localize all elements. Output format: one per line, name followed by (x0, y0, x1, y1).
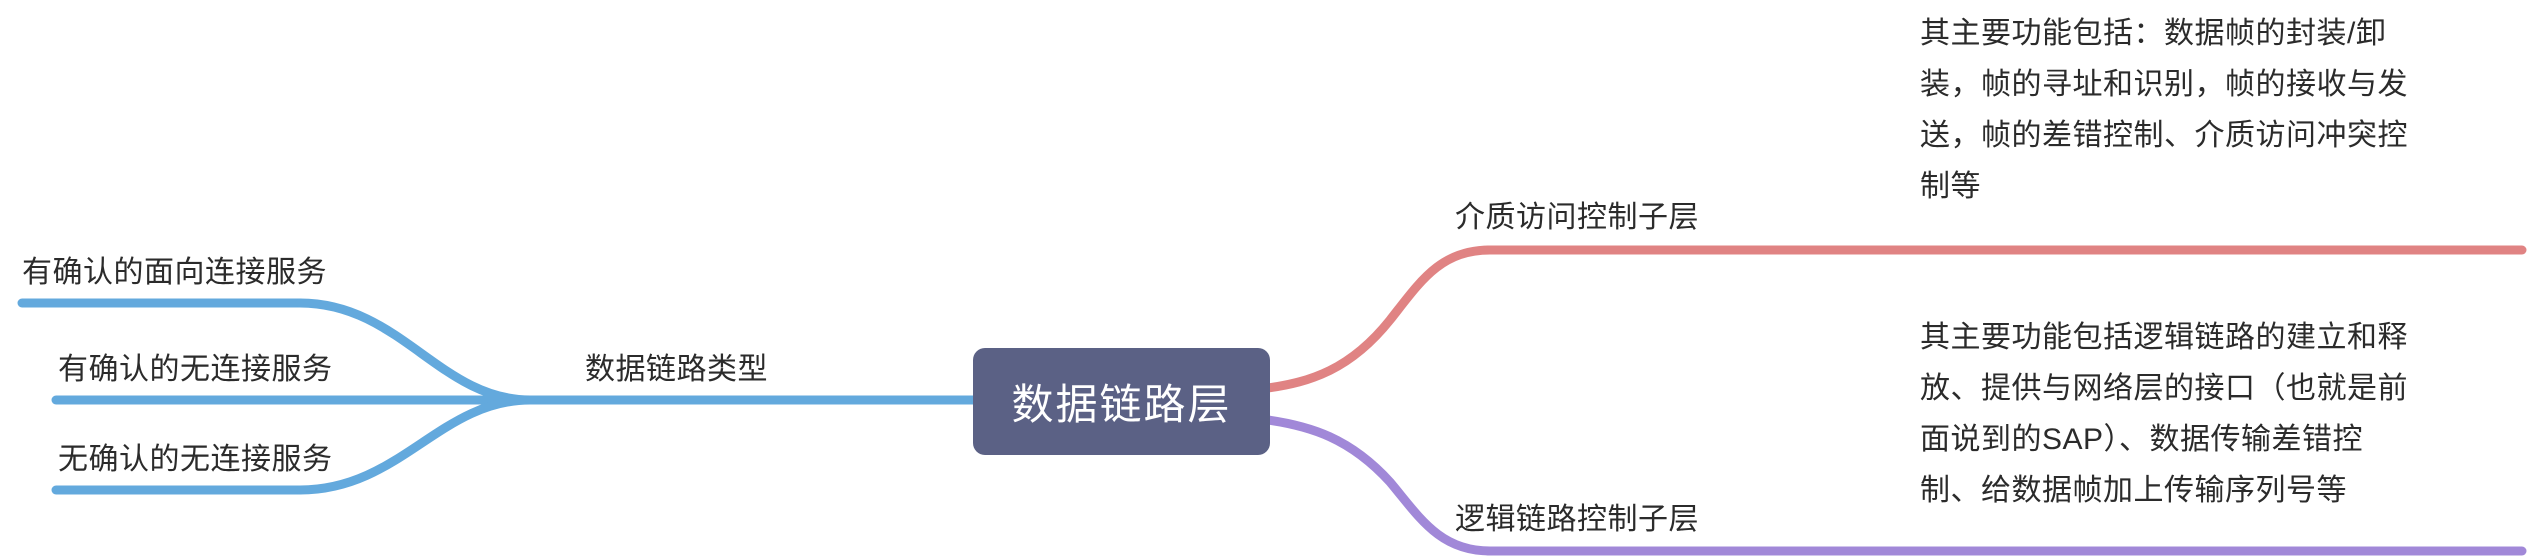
left-parent-label[interactable]: 数据链路类型 (585, 353, 768, 386)
right-branch-title-mac[interactable]: 介质访问控制子层 (1455, 201, 1699, 234)
right-branch-description-llc: 其主要功能包括逻辑链路的建立和释放、提供与网络层的接口（也就是前面说到的SAP）… (1920, 312, 2500, 516)
left-leaf-label-2[interactable]: 有确认的无连接服务 (58, 353, 333, 386)
desc-line-mac-1: 其主要功能包括：数据帧的封装/卸 (1920, 17, 2387, 50)
left-leaf-label-3[interactable]: 无确认的无连接服务 (58, 443, 333, 476)
edge-right-top-curve (1263, 245, 1495, 393)
desc-line-mac-4: 制等 (1920, 170, 1981, 203)
edge-left-curve-1 (295, 298, 535, 405)
desc-line-mac-2: 装，帧的寻址和识别，帧的接收与发 (1920, 68, 2408, 101)
central-node[interactable]: 数据链路层 (973, 348, 1270, 455)
desc-line-llc-3: 面说到的SAP）、数据传输差错控 (1920, 423, 2364, 456)
desc-line-mac-3: 送，帧的差错控制、介质访问冲突控 (1920, 119, 2408, 152)
desc-line-llc-2: 放、提供与网络层的接口（也就是前 (1920, 372, 2408, 405)
right-branch-title-llc[interactable]: 逻辑链路控制子层 (1455, 503, 1699, 536)
right-branch-description-mac: 其主要功能包括：数据帧的封装/卸装，帧的寻址和识别，帧的接收与发送，帧的差错控制… (1920, 8, 2500, 212)
desc-line-llc-4: 制、给数据帧加上传输序列号等 (1920, 474, 2347, 507)
desc-line-llc-1: 其主要功能包括逻辑链路的建立和释 (1920, 321, 2408, 354)
edge-left-curve-3 (295, 395, 535, 495)
left-leaf-label-1[interactable]: 有确认的面向连接服务 (22, 256, 327, 289)
central-node-label: 数据链路层 (1011, 381, 1232, 428)
